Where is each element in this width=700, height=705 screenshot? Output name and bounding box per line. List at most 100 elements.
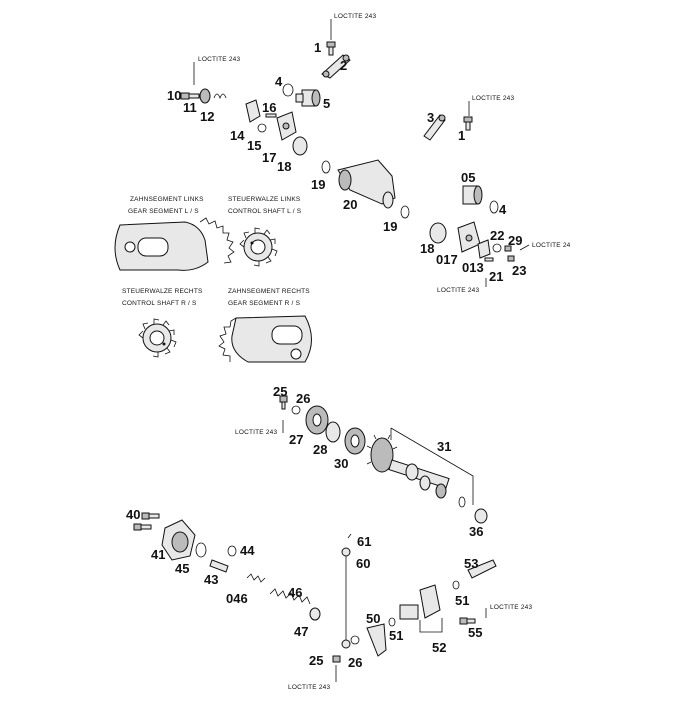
- label-43: 43: [204, 572, 218, 587]
- bolt-part: [326, 41, 336, 56]
- label-51b: 51: [455, 593, 469, 608]
- label-60: 60: [356, 556, 370, 571]
- loctite-callout-bottom-right: LOCTITE 243: [485, 604, 532, 618]
- label-28: 28: [313, 442, 327, 457]
- label-05: 05: [461, 170, 475, 185]
- label-10: 10: [167, 88, 181, 103]
- label-55: 55: [468, 625, 482, 640]
- label-17: 17: [262, 150, 276, 165]
- spring-part-046: [246, 573, 266, 583]
- o-ring-part-45: [195, 542, 207, 558]
- control-shaft-right-figure: [138, 318, 177, 358]
- label-2: 2: [340, 58, 347, 73]
- shift-assembly-part-52: [399, 584, 443, 633]
- label-23: 23: [512, 263, 526, 278]
- bushing-part-47: [309, 607, 321, 621]
- label-21: 21: [489, 269, 503, 284]
- label-1b: 1: [458, 128, 465, 143]
- label-18a: 18: [277, 159, 291, 174]
- bearing-part-18: [292, 136, 308, 156]
- label-36: 36: [469, 524, 483, 539]
- washer-part-51b: [452, 580, 460, 590]
- label-1a: 1: [314, 40, 321, 55]
- bushing-part-36: [474, 508, 488, 524]
- label-5: 5: [323, 96, 330, 111]
- label-29: 29: [508, 233, 522, 248]
- lever-part-50: [366, 623, 387, 657]
- label-20: 20: [343, 197, 357, 212]
- label-18b: 18: [420, 241, 434, 256]
- o-ring-19a: [321, 160, 331, 174]
- loctite-callout-left: LOCTITE 243: [193, 56, 240, 85]
- callout-text: LOCTITE 243: [334, 13, 376, 20]
- part-013: [477, 239, 491, 259]
- screw-part-25a: [279, 395, 288, 410]
- label-4b: 4: [499, 202, 507, 217]
- legend-gear-r-de: ZAHNSEGMENT RECHTS: [228, 288, 310, 295]
- loctite-callout-right: LOCTITE 243: [468, 95, 514, 116]
- label-30: 30: [334, 456, 348, 471]
- label-41: 41: [151, 547, 165, 562]
- label-26b: 26: [348, 655, 362, 670]
- pin-part-21: [484, 257, 494, 262]
- screw-part-40b: [133, 523, 152, 531]
- lever-part: [321, 54, 351, 79]
- bushing-part: [199, 88, 211, 104]
- label-40: 40: [126, 507, 140, 522]
- legend-ctrl-r-en: CONTROL SHAFT R / S: [122, 300, 197, 307]
- callout-text: LOCTITE 243: [288, 684, 330, 691]
- label-61: 61: [357, 534, 371, 549]
- lever-part-3: [423, 114, 446, 141]
- label-11: 11: [183, 100, 197, 115]
- label-31: 31: [437, 439, 451, 454]
- shaft-end-part-05: [462, 185, 483, 205]
- legend-gear-l-de: ZAHNSEGMENT LINKS: [130, 196, 204, 203]
- segment-part-14: [245, 99, 261, 123]
- callout-text: LOCTITE 243: [235, 429, 277, 436]
- screw-part-29: [504, 245, 512, 252]
- washer-part-22: [492, 243, 502, 253]
- gear-segment-left-figure: [114, 217, 235, 271]
- label-27: 27: [289, 432, 303, 447]
- lever-part-53: [467, 559, 497, 579]
- screw-part-40a: [141, 512, 160, 520]
- loctite-callout-top: LOCTITE 243: [330, 13, 376, 40]
- callout-text: LOCTITE 243: [472, 95, 514, 102]
- spring-part: [213, 93, 227, 100]
- legend-ctrl-l-en: CONTROL SHAFT L / S: [228, 208, 302, 215]
- o-ring-19b: [400, 205, 410, 219]
- label-44: 44: [240, 543, 255, 558]
- label-26a: 26: [296, 391, 310, 406]
- spring-part-46: [269, 588, 311, 605]
- label-19a: 19: [311, 177, 325, 192]
- o-ring-part: [282, 83, 294, 97]
- o-ring-4b: [489, 200, 499, 214]
- label-046: 046: [226, 591, 248, 606]
- bearing-part-30: [344, 427, 366, 455]
- bearing-part-28: [325, 421, 341, 443]
- gear-segment-right-figure: [218, 315, 312, 363]
- control-shaft-part-20: [337, 159, 396, 209]
- label-017: 017: [436, 252, 458, 267]
- loctite-callout-mid: LOCTITE 24: [519, 242, 570, 251]
- label-50: 50: [366, 611, 380, 626]
- o-ring-part-44: [227, 545, 237, 557]
- washer-part-27: [291, 405, 301, 415]
- screw-part: [180, 92, 200, 100]
- label-25b: 25: [309, 653, 323, 668]
- gear-segment-part-17: [276, 111, 297, 141]
- pin-part-61: [347, 533, 352, 539]
- label-52: 52: [432, 640, 446, 655]
- callout-text: LOCTITE 243: [198, 56, 240, 63]
- callout-text: LOCTITE 243: [490, 604, 532, 611]
- label-013: 013: [462, 260, 484, 275]
- linkage-rod-part-60: [341, 547, 351, 649]
- control-shaft-end-part: [295, 89, 321, 107]
- screw-part-25b: [332, 655, 341, 663]
- loctite-callout-bottom: LOCTITE 243: [288, 665, 337, 691]
- legend-ctrl-r-de: STEUERWALZE RECHTS: [122, 288, 203, 295]
- washer-part-51a: [388, 617, 396, 627]
- bearing-part-18b: [429, 222, 447, 244]
- shaft-gear-assembly-31: [366, 427, 474, 508]
